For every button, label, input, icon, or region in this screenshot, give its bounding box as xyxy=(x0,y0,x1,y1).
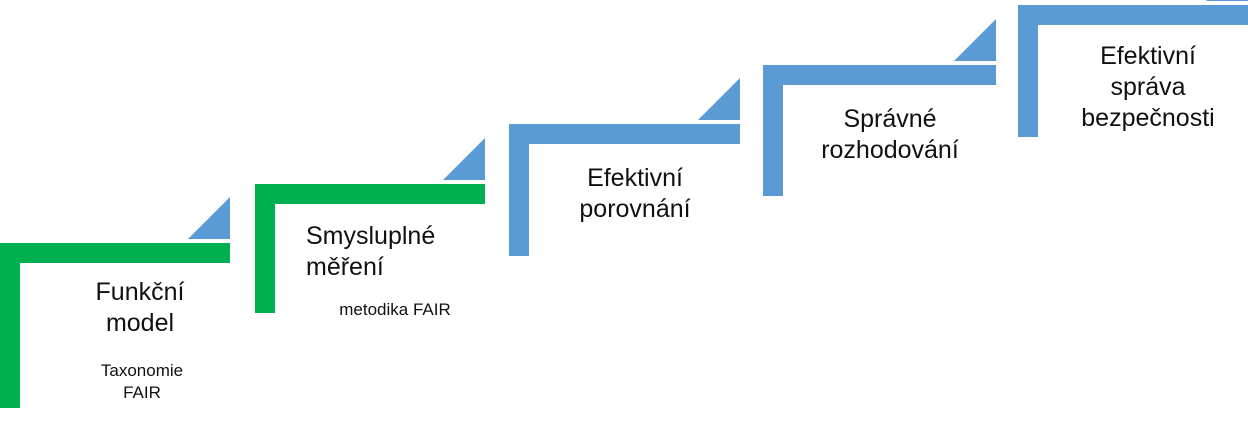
step-1-tread xyxy=(0,243,230,263)
step-2-riser xyxy=(255,184,275,313)
step-4-arrow-triangle xyxy=(954,19,996,61)
step-2-title-line-2: měření xyxy=(306,253,384,281)
step-1-title-line-1: Funkční xyxy=(95,278,185,306)
step-2-shape xyxy=(255,138,485,313)
step-2-subtitle-line-1: metodika FAIR xyxy=(339,300,451,319)
step-1-riser xyxy=(0,243,20,408)
step-4-title-line-2: rozhodování xyxy=(821,136,959,164)
step-1: Funkční model xyxy=(50,277,230,339)
step-5: Efektivní správa bezpečnosti xyxy=(1058,41,1238,134)
step-4-riser xyxy=(763,65,783,196)
step-5-title-line-3: bezpečnosti xyxy=(1081,104,1215,132)
step-1-subtitle: Taxonomie FAIR xyxy=(67,360,217,404)
step-4-title-line-1: Správné xyxy=(843,105,937,133)
step-3-shape xyxy=(509,78,740,256)
step-1-shape xyxy=(0,197,230,408)
step-1-subtitle-line-2: FAIR xyxy=(123,383,161,402)
step-3-title-line-2: porovnání xyxy=(579,195,691,223)
step-1-title-line-2: model xyxy=(105,309,175,337)
step-2-title-line-1: Smysluplné xyxy=(306,222,436,250)
step-2-arrow-triangle xyxy=(443,138,485,180)
step-5-title-line-2: správa xyxy=(1110,73,1186,101)
step-2: Smysluplné měření xyxy=(290,221,480,283)
step-5-shape xyxy=(1018,0,1248,137)
step-3-title-line-1: Efektivní xyxy=(587,164,683,192)
step-3-arrow-triangle xyxy=(698,78,740,120)
step-2-tread xyxy=(255,184,485,204)
step-4-shape xyxy=(763,19,996,196)
step-3: Efektivní porovnání xyxy=(545,163,725,225)
step-3-tread xyxy=(509,124,740,144)
step-5-tread xyxy=(1018,5,1248,25)
step-1-arrow-triangle xyxy=(188,197,230,239)
step-5-arrow-triangle xyxy=(1206,0,1248,1)
step-5-riser xyxy=(1018,5,1038,137)
step-4-tread xyxy=(763,65,996,85)
step-5-title-line-1: Efektivní xyxy=(1100,42,1196,70)
step-1-subtitle-line-1: Taxonomie xyxy=(100,361,184,380)
step-2-subtitle: metodika FAIR xyxy=(305,299,485,321)
step-3-riser xyxy=(509,124,529,256)
step-4: Správné rozhodování xyxy=(800,104,980,166)
